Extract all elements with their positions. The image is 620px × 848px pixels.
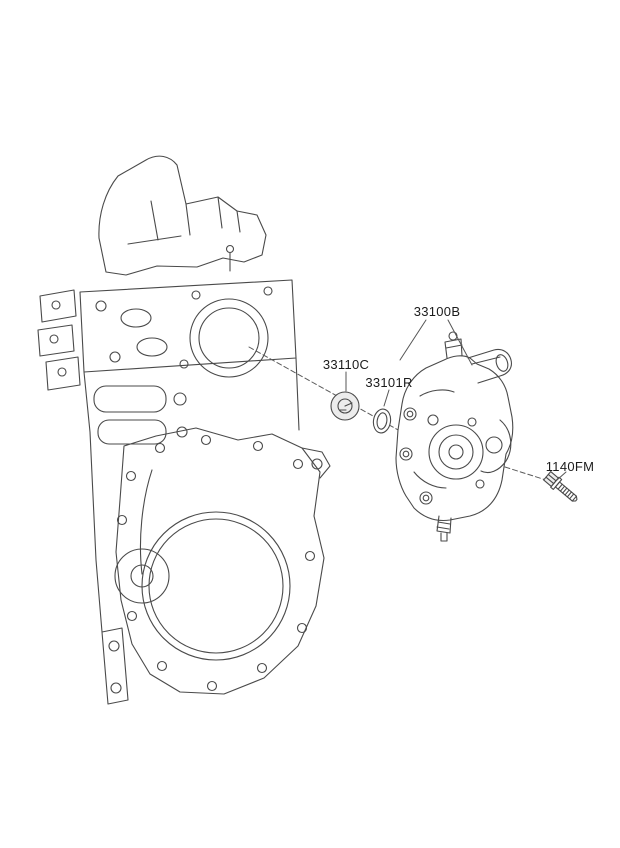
bolt-drawing (543, 471, 578, 502)
part-label-pump-assembly: 33100B (413, 304, 461, 319)
fuel-pump-drawing (395, 331, 514, 542)
part-label-o-ring: 33101R (365, 375, 413, 390)
part-label-mounting-bolt: 1140FM (545, 459, 595, 474)
leader-lines (345, 319, 567, 481)
o-ring-drawing (372, 408, 392, 434)
part-label-cap: 33110C (322, 357, 370, 372)
engine-block-drawing (37, 155, 331, 705)
cap-drawing (330, 391, 360, 421)
